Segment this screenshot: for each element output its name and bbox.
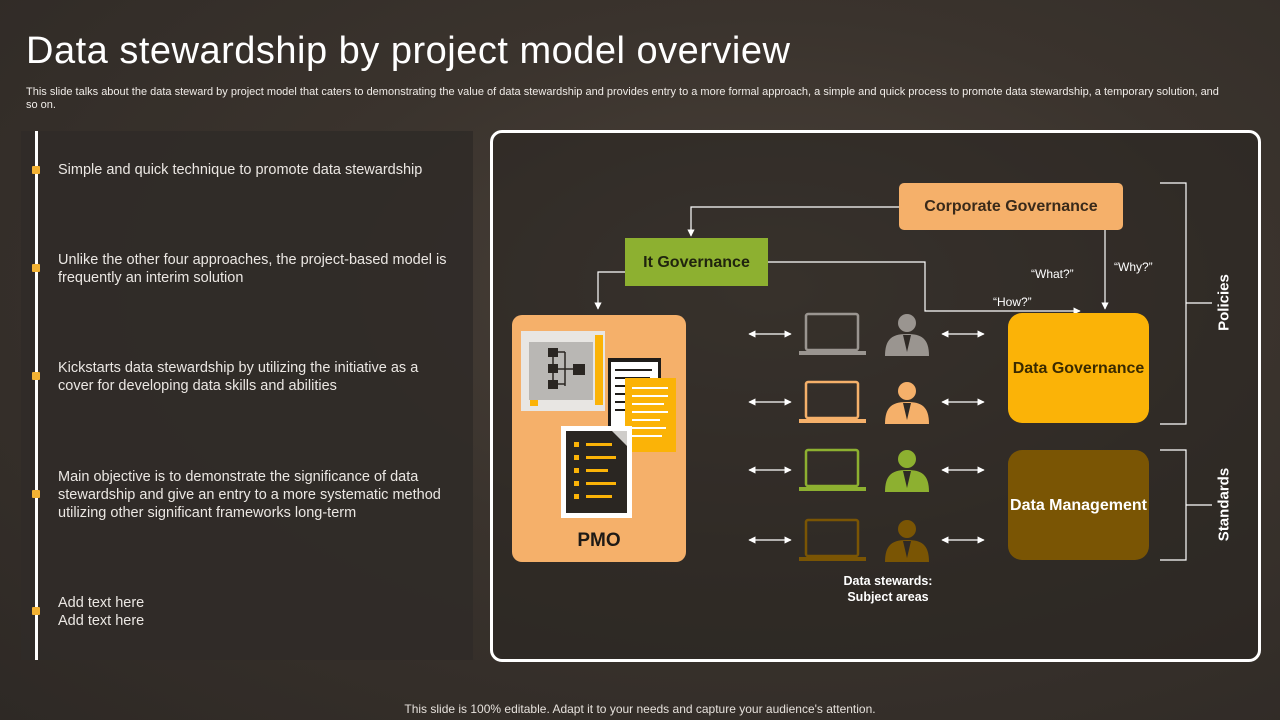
slide-title: Data stewardship by project model overvi… (26, 30, 791, 72)
data-management-box: Data Management (1008, 450, 1149, 560)
what-label: “What?” (1031, 267, 1074, 281)
policies-bracket (1160, 182, 1212, 425)
corporate-governance-box: Corporate Governance (899, 183, 1123, 230)
pmo-document-illustration (608, 358, 676, 452)
point-text-3: Kickstarts data stewardship by utilizing… (58, 360, 419, 394)
key-points-panel (21, 131, 473, 660)
point-text-1: Simple and quick technique to promote da… (58, 162, 423, 178)
point-marker-4 (32, 490, 40, 498)
connector-corp-to-it (687, 206, 899, 237)
point-text-2: Unlike the other four approaches, the pr… (58, 252, 447, 286)
how-label: “How?” (993, 295, 1032, 309)
connector-it-to-dg (768, 261, 1081, 315)
pmo-label: PMO (577, 530, 621, 551)
steward-row-2 (748, 380, 985, 424)
standards-bracket (1160, 449, 1212, 561)
point-marker-3 (32, 372, 40, 380)
steward-row-1 (748, 312, 985, 356)
point-text-5: Add text here Add text here (58, 595, 145, 629)
steward-row-4 (748, 518, 985, 562)
slide-subtitle: This slide talks about the data steward … (26, 86, 1219, 111)
it-governance-box: It Governance (625, 238, 768, 286)
connector-it-to-pmo (594, 271, 625, 310)
point-text-4: Main objective is to demonstrate the sig… (58, 469, 441, 521)
slide-footer: This slide is 100% editable. Adapt it to… (404, 702, 876, 716)
timeline-line (35, 131, 38, 660)
point-marker-1 (32, 166, 40, 174)
why-label: “Why?” (1114, 260, 1153, 274)
stewards-label: Data stewards: Subject areas (843, 574, 933, 604)
point-marker-5 (32, 607, 40, 615)
point-marker-2 (32, 264, 40, 272)
pmo-flowchart-illustration (521, 331, 605, 411)
steward-row-3 (748, 448, 985, 492)
pmo-checklist-illustration (561, 426, 632, 518)
data-governance-box: Data Governance (1008, 313, 1149, 423)
